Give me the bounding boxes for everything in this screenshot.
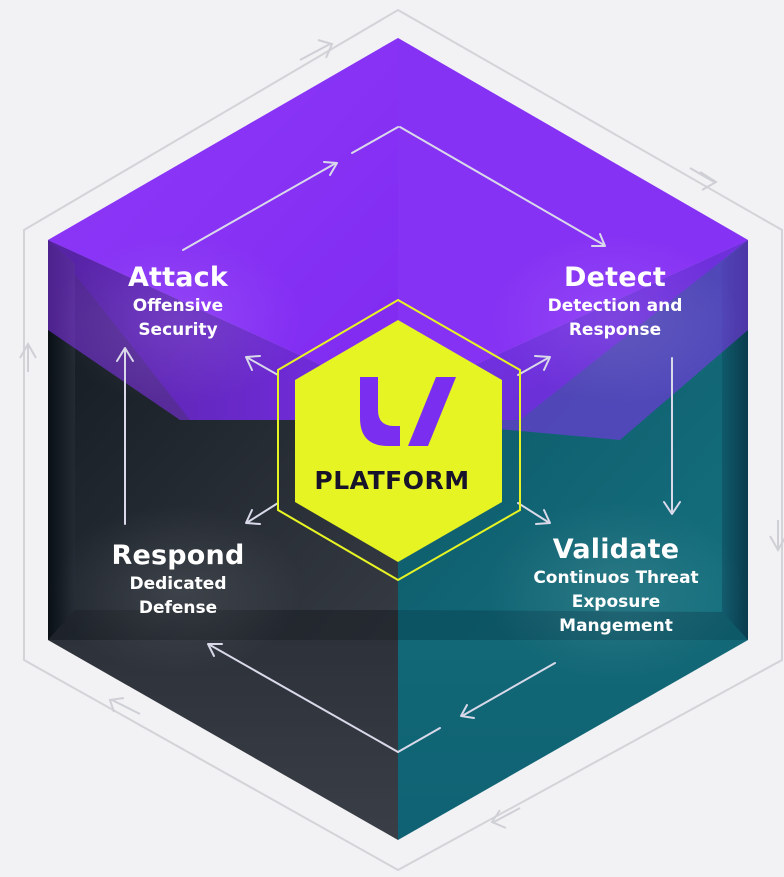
attack-title: Attack [127,262,229,293]
arrow-icon [663,501,681,515]
arrow-icon [517,502,549,523]
respond-subtitle: Dedicated Defense [129,574,227,618]
attack-subtitle: Offensive Security [132,296,224,340]
arrow-icon [535,509,551,525]
arrow-icon [247,357,279,376]
arrow-icon [591,233,606,247]
outer-frame-hexagon [23,8,783,872]
arrow-icon [207,643,223,657]
bottom-left-face [48,640,398,840]
arrow-icon [517,357,549,376]
arrow-icon [461,662,556,717]
validate-subtitle: Continuos Threat Exposure Mangement [533,568,699,636]
arrow-icon [460,704,475,719]
stylized-v-logo-icon [360,377,456,446]
arrow-icon [245,509,261,525]
respond-title: Respond [111,540,245,571]
validate-quadrant: Validate Continuos Threat Exposure Mange… [506,534,726,638]
cycle-arrows [116,126,681,753]
bottom-right-face [398,640,748,840]
arrow-icon [323,161,338,176]
attack-quadrant: Attack Offensive Security [68,262,288,342]
detect-quadrant: Detect Detection and Response [505,262,725,342]
arrow-icon [116,347,134,362]
arrow-icon [182,162,337,251]
arrow-icon [209,644,399,753]
respond-quadrant: Respond Dedicated Defense [68,540,288,620]
arrow-icon [399,126,605,246]
center-outline-hexagon [277,298,521,582]
detect-subtitle: Detection and Response [547,296,683,340]
outer-arrows [19,39,784,829]
arrow-icon [247,502,279,523]
arrow-icon [534,355,551,371]
detect-title: Detect [563,262,667,293]
validate-title: Validate [552,534,680,565]
arrow-icon [245,355,261,371]
platform-label: PLATFORM [314,466,470,495]
